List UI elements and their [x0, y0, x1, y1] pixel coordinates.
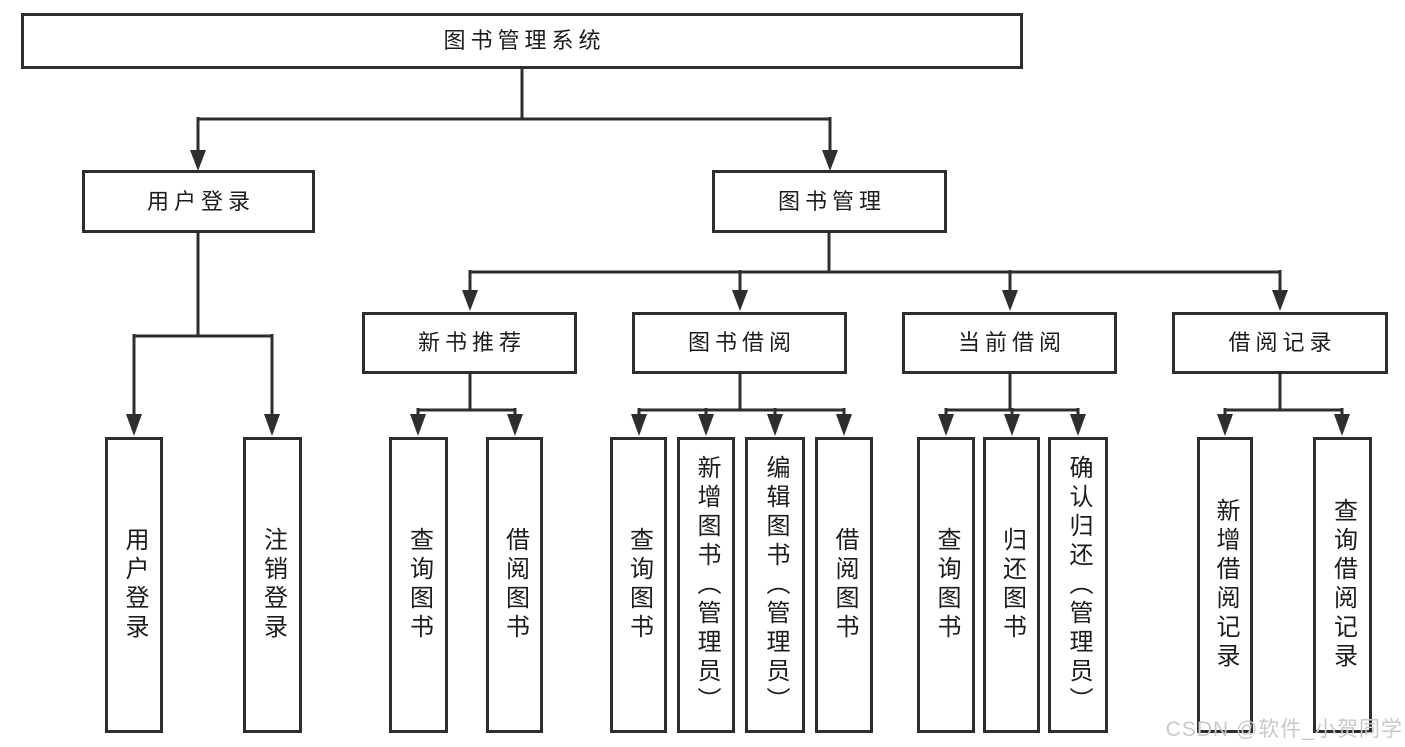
- leaf-current-confirm-return-admin-label: 确认归还（管理员）: [1065, 454, 1092, 716]
- leaf-borrowing-query-books: 查询图书: [610, 437, 667, 733]
- node-new-book-recommend-label: 新书推荐: [417, 330, 526, 355]
- leaf-borrowing-borrow-books: 借阅图书: [815, 437, 873, 733]
- node-root: 图书管理系统: [21, 13, 1023, 69]
- node-root-label: 图书管理系统: [443, 28, 606, 53]
- leaf-logout-label: 注销登录: [259, 527, 287, 643]
- leaf-records-add-record-label: 新增借阅记录: [1212, 498, 1239, 672]
- leaf-recommend-query-books: 查询图书: [389, 437, 448, 733]
- leaf-records-query-record-label: 查询借阅记录: [1329, 498, 1357, 672]
- leaf-recommend-borrow-books-label: 借阅图书: [501, 527, 529, 643]
- leaf-logout: 注销登录: [243, 437, 302, 733]
- leaf-current-query-books-label: 查询图书: [933, 527, 960, 643]
- csdn-watermark: CSDN @软件_小贺同学: [1165, 718, 1403, 741]
- leaf-borrowing-edit-books-admin-label: 编辑图书（管理员）: [762, 454, 789, 716]
- leaf-recommend-borrow-books: 借阅图书: [486, 437, 543, 733]
- node-borrowing-records-label: 借阅记录: [1228, 330, 1337, 355]
- node-book-borrowing-label: 图书借阅: [687, 330, 796, 355]
- leaf-user-login: 用户登录: [105, 437, 163, 733]
- node-user-login-label: 用户登录: [146, 188, 255, 214]
- node-book-management-label: 图书管理: [777, 188, 886, 214]
- leaf-current-return-books-label: 归还图书: [998, 527, 1026, 643]
- leaf-recommend-query-books-label: 查询图书: [405, 527, 433, 643]
- node-user-login: 用户登录: [82, 170, 315, 233]
- leaf-records-add-record: 新增借阅记录: [1197, 437, 1253, 733]
- node-new-book-recommend: 新书推荐: [362, 312, 577, 374]
- leaf-current-query-books: 查询图书: [917, 437, 975, 733]
- leaf-borrowing-query-books-label: 查询图书: [625, 527, 653, 643]
- node-current-borrowing: 当前借阅: [902, 312, 1117, 374]
- leaf-user-login-label: 用户登录: [121, 527, 148, 643]
- leaf-current-confirm-return-admin: 确认归还（管理员）: [1048, 437, 1108, 733]
- leaf-current-return-books: 归还图书: [983, 437, 1040, 733]
- leaf-borrowing-borrow-books-label: 借阅图书: [831, 527, 858, 643]
- leaf-records-query-record: 查询借阅记录: [1313, 437, 1372, 733]
- leaf-borrowing-add-books-admin: 新增图书（管理员）: [677, 437, 735, 733]
- node-book-borrowing: 图书借阅: [632, 312, 847, 374]
- leaf-borrowing-edit-books-admin: 编辑图书（管理员）: [745, 437, 805, 733]
- node-current-borrowing-label: 当前借阅: [957, 330, 1066, 355]
- node-borrowing-records: 借阅记录: [1172, 312, 1388, 374]
- leaf-borrowing-add-books-admin-label: 新增图书（管理员）: [693, 454, 720, 716]
- node-book-management: 图书管理: [712, 170, 947, 233]
